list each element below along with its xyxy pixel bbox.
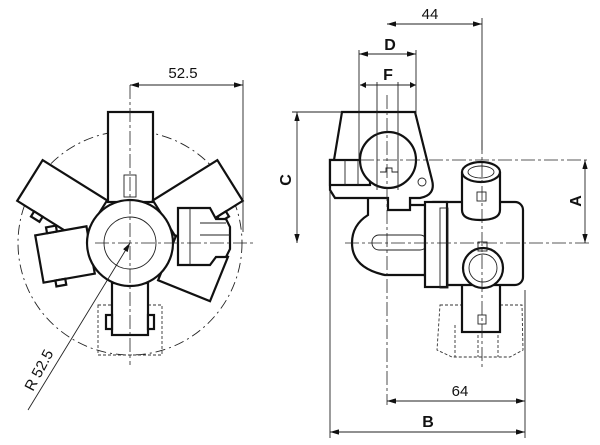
dimension-label-a: A	[568, 195, 585, 207]
left-view-nozzle-body	[15, 85, 255, 365]
right-view-nozzle-body	[328, 95, 590, 405]
dimension-label-64: 64	[452, 383, 469, 400]
dimension-c: C	[278, 111, 342, 243]
dimension-b: B	[329, 188, 525, 438]
dimension-label-f: F	[383, 67, 393, 84]
arm-left	[33, 224, 97, 288]
dimension-d: D	[358, 37, 417, 160]
dimension-f: F	[360, 67, 416, 190]
dimension-label-52-5: 52.5	[168, 65, 197, 82]
dimension-52-5: 52.5	[130, 65, 244, 232]
dimension-a: A	[568, 160, 588, 243]
dimension-label-d: D	[384, 37, 396, 54]
side-connector	[176, 206, 232, 267]
dimension-label-b: B	[422, 414, 434, 431]
dimension-label-c: C	[278, 174, 295, 186]
dimension-label-44: 44	[422, 6, 439, 23]
dimension-64: 64	[387, 290, 526, 438]
arm-top	[106, 110, 155, 204]
dimension-44: 44	[387, 6, 483, 150]
